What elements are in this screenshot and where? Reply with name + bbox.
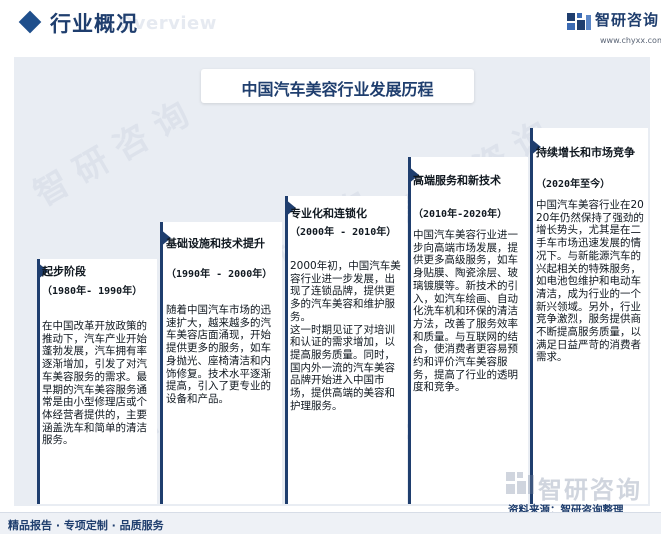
stage-card xyxy=(285,196,407,504)
stage-marker-icon xyxy=(408,166,419,184)
page-header: Overview 行业概况 智研咨询 www.chyxx.com xyxy=(0,0,661,46)
stage-period: （1980年- 1990年） xyxy=(42,286,143,297)
brand-logo-icon xyxy=(567,13,591,30)
stage-marker-icon xyxy=(285,199,296,217)
stage-card xyxy=(160,222,282,504)
stage-period: （2000年 - 2010年） xyxy=(290,227,397,238)
brand-name: 智研咨询 xyxy=(595,11,660,29)
header-title: 行业概况 xyxy=(50,12,138,36)
stage-title: 持续增长和市场竞争 xyxy=(536,146,635,159)
watermark-logo-icon xyxy=(506,472,534,494)
header-subtitle: Overview xyxy=(118,13,217,34)
stage-title: 高端服务和新技术 xyxy=(413,174,501,187)
stage-marker-icon xyxy=(530,138,541,156)
stage-title: 基础设施和技术提升 xyxy=(166,237,265,250)
page-footer: 精品报告 · 专项定制 · 品质服务 xyxy=(0,512,661,534)
stage-marker-icon xyxy=(160,229,171,247)
stage-description: 中国汽车美容行业在2020年仍然保持了强劲的增长势头，尤其是在二手车市场迅速发展… xyxy=(536,199,644,364)
page-title: 中国汽车美容行业发展历程 xyxy=(241,80,434,99)
stage-card xyxy=(37,259,157,504)
title-banner: 中国汽车美容行业发展历程 xyxy=(201,69,474,103)
footer-slogan: 精品报告 · 专项定制 · 品质服务 xyxy=(8,519,164,532)
stage-marker-icon xyxy=(37,262,48,280)
stage-period: （2020年至今） xyxy=(536,179,611,190)
stage-description: 随着中国汽车市场的迅速扩大，越来越多的汽车美容店面涌现，开始提供更多的服务，如车… xyxy=(166,304,271,405)
watermark: 智 研 咨 询 xyxy=(27,94,196,215)
stage-card xyxy=(530,128,648,504)
diamond-icon xyxy=(18,10,42,34)
stage-description: 在中国改革开放政策的推动下，汽车产业开始蓬勃发展，汽车拥有率逐渐增加，引发了对汽… xyxy=(42,320,147,447)
stage-period: （1990年 - 2000年） xyxy=(166,269,273,280)
stage-description: 中国汽车美容行业进一步向高端市场发展，提供更多高级服务，如车身贴膜、陶瓷涂层、玻… xyxy=(413,229,518,394)
stage-title: 专业化和连锁化 xyxy=(290,207,367,220)
stage-period: （2010年-2020年） xyxy=(413,209,508,220)
brand-url: www.chyxx.com xyxy=(600,36,661,45)
watermark-brand: 智研咨询 xyxy=(538,476,642,504)
stage-description: 2000年初，中国汽车美容行业进一步发展，出现了连锁品牌，提供更多的汽车美容和维… xyxy=(290,260,401,412)
stage-card xyxy=(408,157,528,504)
stage-title: 起步阶段 xyxy=(42,265,86,278)
